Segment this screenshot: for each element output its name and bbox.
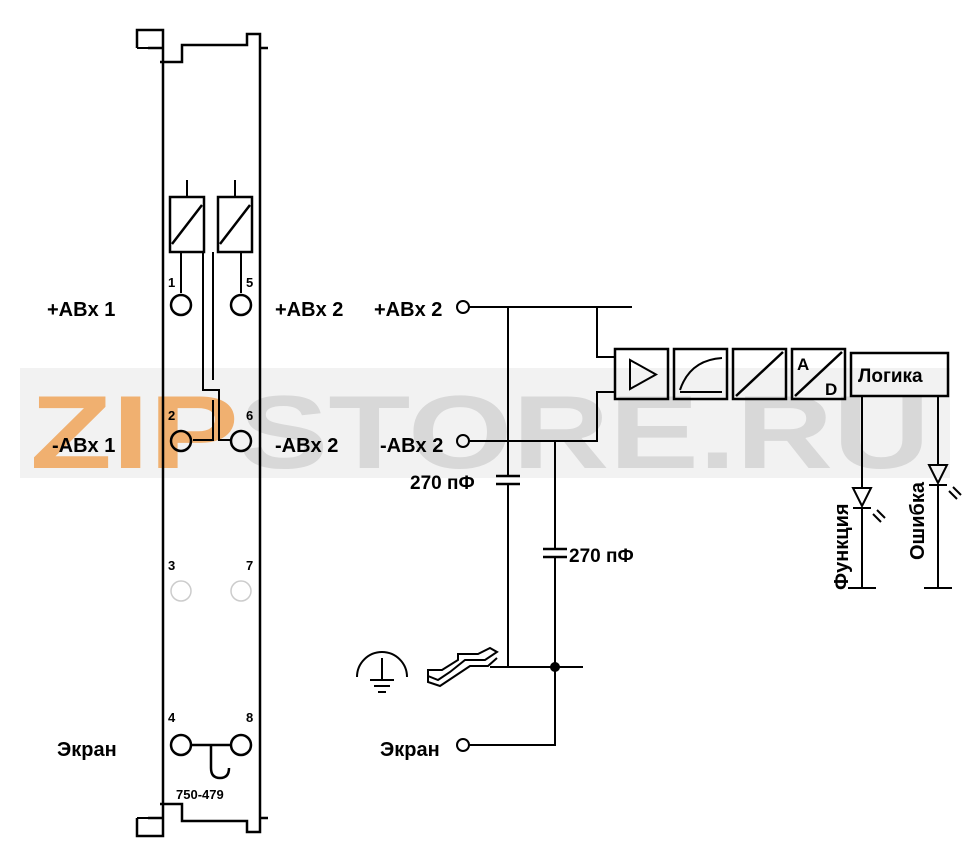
led-wires [848,396,952,589]
filter-block [672,347,729,401]
led-function-label: Функция [831,503,853,590]
pin-number-6: 6 [246,408,253,423]
signal-wires [469,306,632,746]
ad-converter-block: A D [790,347,847,401]
label-minus-1: -ABx 1 [52,435,115,457]
pin-number-4: 4 [168,710,176,725]
part-number: 750-479 [176,787,224,802]
junction-dot [550,662,560,672]
capacitor-1 [496,474,520,486]
capacitor-2 [543,547,567,559]
pin-circle-2 [169,429,193,453]
logic-label: Логика [858,366,923,387]
label-shield: Экран [57,739,117,761]
circuit-schematic: +ABx 2 -ABx 2 Экран 270 пФ 270 пФ [356,299,962,761]
input-plus-label: +ABx 2 [374,299,442,321]
input-shield-terminal [456,738,470,752]
logic-block: Логика [849,351,950,398]
terminal-module: 1 5 2 6 3 7 4 8 750-479 [135,28,268,838]
pin-number-3: 3 [168,558,175,573]
pin-number-5: 5 [246,275,253,290]
ad-label-top: A [797,355,809,374]
isolation-block [731,347,788,401]
module-outline [135,28,268,838]
watermark-part-a: ZIP [30,375,239,491]
led-error-icon [927,464,962,500]
pin-number-8: 8 [246,710,253,725]
module-end-marks [137,47,148,819]
pin-circle-5 [229,293,253,317]
shield-bridge [191,743,231,780]
input-minus-label: -ABx 2 [380,435,443,457]
pin-number-2: 2 [168,408,175,423]
pin-number-7: 7 [246,558,253,573]
pin-number-1: 1 [168,275,175,290]
watermark-part-b: STORE.RU [239,375,930,491]
input-plus-terminal [456,300,470,314]
earth-ground-icon [356,651,408,693]
internal-wiring [180,252,242,441]
pin-circle-3 [170,580,192,602]
protection-element-2 [216,180,254,254]
capacitor-1-label: 270 пФ [410,473,475,494]
capacitor-2-label: 270 пФ [569,546,634,567]
label-plus-2: +ABx 2 [275,299,343,321]
label-plus-1: +ABx 1 [47,299,115,321]
led-function-icon [851,487,886,523]
din-rail-icon [427,646,499,688]
pin-circle-6 [229,429,253,453]
watermark-band [20,368,950,478]
protection-element-1 [168,180,206,254]
pin-circle-4 [169,733,193,757]
label-minus-2: -ABx 2 [275,435,338,457]
pin-circle-1 [169,293,193,317]
amplifier-block [613,347,670,401]
input-shield-label: Экран [380,739,440,761]
led-error-label: Ошибка [907,481,929,560]
ad-label-bottom: D [825,380,837,399]
pin-circle-8 [229,733,253,757]
pin-circle-7 [230,580,252,602]
